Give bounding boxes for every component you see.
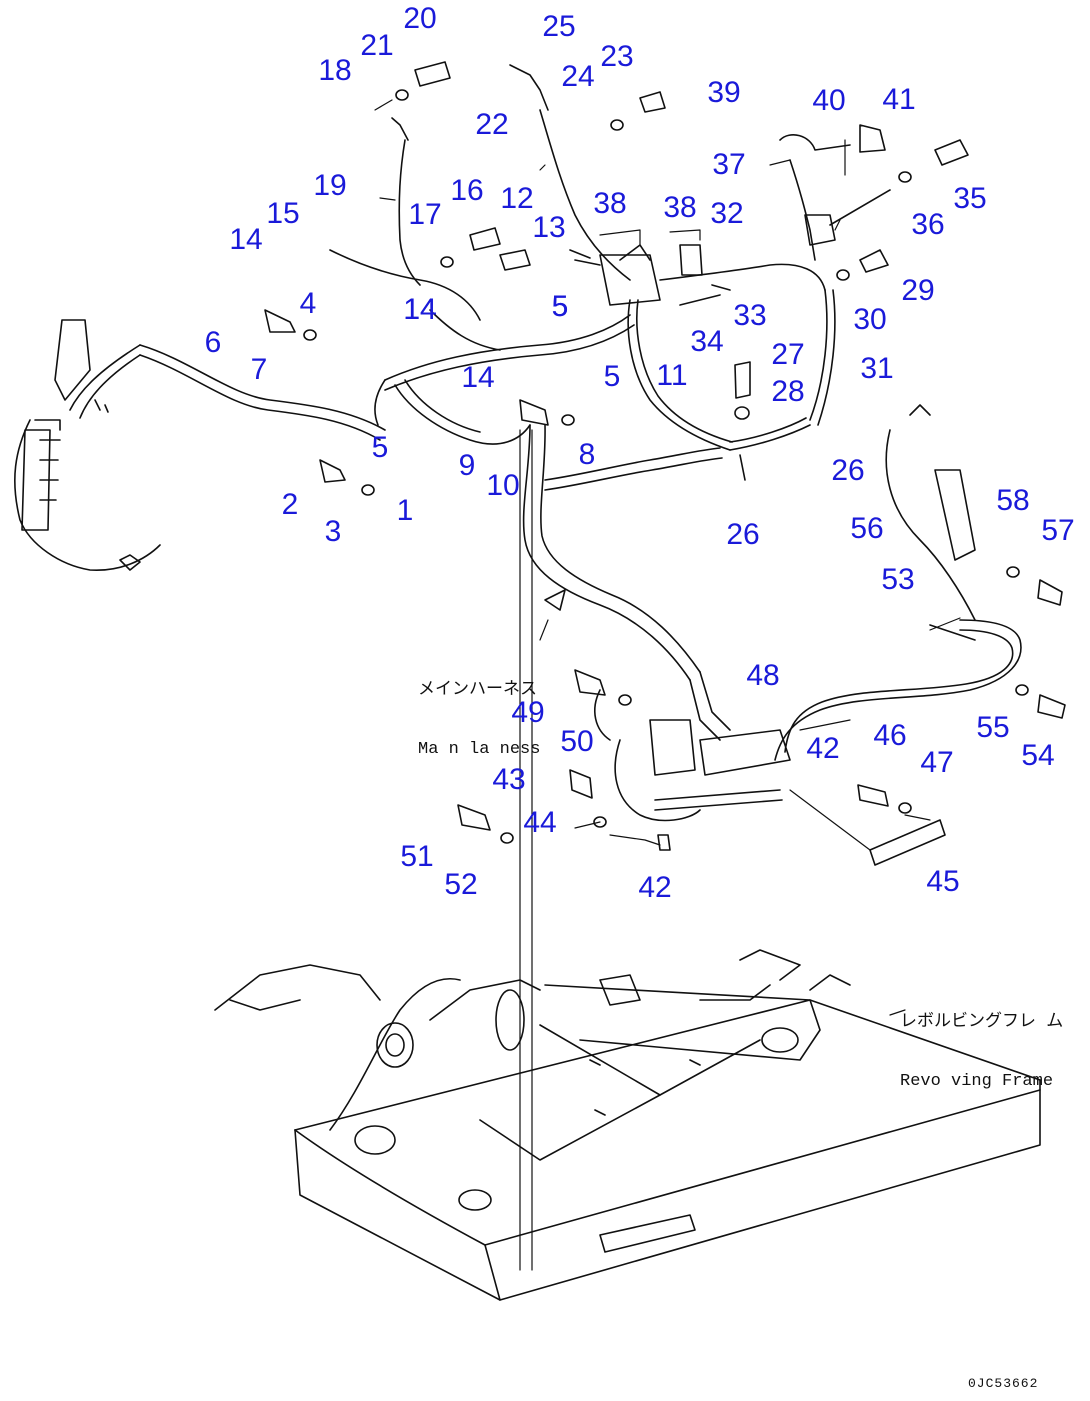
callout-14: 14 — [403, 293, 437, 326]
main-harness-label: メインハーネス Ma n la ness — [418, 642, 540, 798]
callout-46: 46 — [873, 719, 907, 752]
leader-lines — [374, 99, 961, 1271]
callout-38: 38 — [593, 187, 627, 220]
callout-16: 16 — [450, 174, 484, 207]
frame-label-en: Revo ving Frame — [900, 1071, 1054, 1091]
callout-5: 5 — [603, 360, 621, 393]
callout-3: 3 — [324, 515, 342, 548]
callout-9: 9 — [458, 449, 476, 482]
callout-29: 29 — [901, 274, 935, 307]
callout-13: 13 — [532, 211, 566, 244]
callout-58: 58 — [996, 484, 1030, 517]
main-harness-label-en: Ma n la ness — [418, 739, 541, 759]
main-harness-label-jp: メインハーネス — [418, 681, 537, 701]
callout-1: 1 — [396, 494, 414, 527]
callout-54: 54 — [1021, 739, 1055, 772]
callout-5: 5 — [371, 431, 389, 464]
callout-35: 35 — [953, 182, 987, 215]
callout-15: 15 — [266, 197, 300, 230]
callout-36: 36 — [911, 208, 945, 241]
frame-label-jp: レボルビングフレ ム — [900, 1013, 1064, 1033]
callout-28: 28 — [771, 375, 805, 408]
fasteners — [264, 61, 1066, 851]
callout-37: 37 — [712, 148, 746, 181]
callout-45: 45 — [926, 865, 960, 898]
callout-33: 33 — [733, 299, 767, 332]
callout-40: 40 — [812, 84, 846, 117]
callout-6: 6 — [204, 326, 222, 359]
central-harness-bundle — [329, 64, 891, 481]
callout-11: 11 — [656, 359, 688, 392]
callout-14: 14 — [461, 361, 495, 394]
callout-55: 55 — [976, 711, 1010, 744]
callout-12: 12 — [500, 182, 534, 215]
callout-18: 18 — [318, 54, 352, 87]
lower-connector-assembly — [594, 689, 946, 866]
callout-4: 4 — [299, 287, 317, 320]
callout-38: 38 — [663, 191, 697, 224]
main-harness — [522, 424, 731, 741]
callout-32: 32 — [710, 197, 744, 230]
callout-5: 5 — [551, 290, 569, 323]
callout-24: 24 — [561, 60, 595, 93]
callout-50: 50 — [560, 725, 594, 758]
callout-42: 42 — [806, 732, 840, 765]
callout-21: 21 — [360, 29, 394, 62]
callout-44: 44 — [523, 806, 557, 839]
callout-56: 56 — [850, 512, 884, 545]
callout-41: 41 — [882, 83, 916, 116]
callout-52: 52 — [444, 868, 478, 901]
callout-17: 17 — [408, 198, 442, 231]
revolving-frame — [214, 949, 1041, 1301]
callout-2: 2 — [281, 488, 299, 521]
callout-10: 10 — [486, 469, 520, 502]
callout-22: 22 — [475, 108, 509, 141]
callout-31: 31 — [860, 352, 894, 385]
callout-14: 14 — [229, 223, 263, 256]
callout-27: 27 — [771, 338, 805, 371]
callout-57: 57 — [1041, 514, 1075, 547]
callout-26: 26 — [831, 454, 865, 487]
callout-47: 47 — [920, 746, 954, 779]
callout-19: 19 — [313, 169, 347, 202]
callout-39: 39 — [707, 76, 741, 109]
reference-code: 0JC53662 — [968, 1376, 1039, 1391]
callout-20: 20 — [403, 2, 437, 35]
callout-53: 53 — [881, 563, 915, 596]
callout-7: 7 — [250, 353, 268, 386]
callout-23: 23 — [600, 40, 634, 73]
callout-30: 30 — [853, 303, 887, 336]
frame-label: レボルビングフレ ム Revo ving Frame — [900, 974, 1063, 1130]
left-harness-branch — [14, 319, 386, 571]
callout-43: 43 — [492, 763, 526, 796]
callout-51: 51 — [400, 840, 434, 873]
callout-14: 14 — [403, 293, 437, 326]
callout-42: 42 — [638, 871, 672, 904]
callout-49: 49 — [511, 696, 545, 729]
callout-26: 26 — [726, 518, 760, 551]
callout-34: 34 — [690, 325, 724, 358]
callout-5: 5 — [551, 290, 569, 323]
callout-48: 48 — [746, 659, 780, 692]
callout-8: 8 — [578, 438, 596, 471]
callout-25: 25 — [542, 10, 576, 43]
